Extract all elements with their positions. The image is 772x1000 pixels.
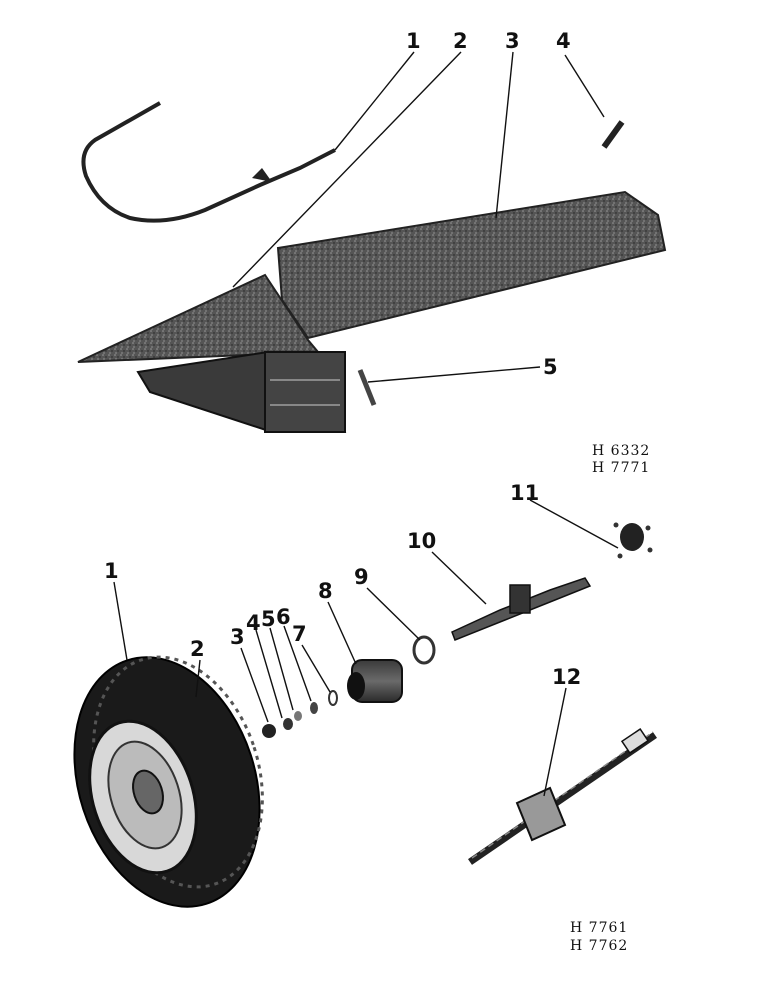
- leader-line: [564, 54, 605, 118]
- hub-cap-bolt: [613, 522, 619, 528]
- seal-ring-part: [412, 635, 436, 665]
- hub-cap-part: [620, 523, 644, 551]
- leader-line: [529, 499, 619, 549]
- leader-line: [195, 659, 201, 698]
- leader-line: [269, 627, 294, 711]
- reference-code: H 7771: [592, 460, 650, 476]
- callout-number: 10: [407, 529, 436, 553]
- bottom-assembly: 1 2 3 4 5 6 7 8 9 10 11 12 H 7761 H 7762: [73, 481, 657, 954]
- leader-line: [495, 51, 514, 219]
- tapered-shield-part: [276, 190, 667, 340]
- washer-part: [310, 702, 318, 714]
- leader-line: [366, 587, 421, 641]
- leader-line: [255, 629, 283, 719]
- leader-line: [283, 625, 312, 702]
- callout-number: 12: [552, 665, 581, 689]
- leader-line: [327, 601, 357, 665]
- reference-code: H 7762: [570, 938, 628, 954]
- callout-number: 4: [556, 29, 571, 53]
- washer-part: [294, 711, 302, 721]
- axle-shaft-part: [468, 732, 657, 865]
- axle-collar: [620, 728, 650, 754]
- divider-cone-part: [77, 273, 321, 363]
- leader-line: [232, 51, 462, 288]
- callout-number: 1: [104, 559, 119, 583]
- leader-line: [113, 581, 128, 661]
- bolt-part: [357, 369, 377, 406]
- spindle-flange: [509, 584, 531, 614]
- wheel-hub: [132, 769, 164, 815]
- leader-line: [367, 366, 541, 383]
- hub-cap-bolt: [647, 547, 653, 553]
- hub-face: [347, 672, 365, 700]
- washer-part: [283, 718, 293, 730]
- callout-number: 6: [276, 605, 291, 629]
- hub-cap-bolt: [645, 525, 651, 531]
- axle-shaft-highlight: [471, 731, 654, 859]
- tire-tread: [92, 655, 264, 889]
- leader-line: [431, 551, 487, 605]
- callout-number: 3: [230, 625, 245, 649]
- reference-code: H 6332: [592, 443, 650, 459]
- callout-number: 4: [246, 611, 261, 635]
- callout-number: 3: [505, 29, 520, 53]
- nut-part: [262, 724, 276, 738]
- leader-line: [240, 647, 269, 723]
- callout-number: 5: [543, 355, 558, 379]
- callout-number: 2: [453, 29, 468, 53]
- axle-bracket-part: [515, 786, 567, 842]
- top-assembly: 1 2 3 4 5 H 6332 H 7771: [77, 29, 667, 476]
- curved-rod-part: [81, 101, 336, 223]
- callout-number: 7: [292, 622, 307, 646]
- callout-number: 11: [510, 481, 539, 505]
- callout-number: 2: [190, 637, 205, 661]
- pin-part: [601, 120, 625, 149]
- callout-number: 8: [318, 579, 333, 603]
- leader-line: [334, 51, 415, 151]
- leader-line: [543, 687, 567, 797]
- bracket-plate-part: [264, 351, 346, 433]
- reference-code: H 7761: [570, 920, 628, 936]
- callout-number: 5: [261, 607, 276, 631]
- callout-number: 9: [354, 565, 369, 589]
- hub-cap-bolt: [617, 553, 623, 559]
- leader-line: [301, 644, 331, 693]
- washer-part: [328, 690, 338, 706]
- callout-number: 1: [406, 29, 421, 53]
- rod-bracket-part: [252, 168, 272, 182]
